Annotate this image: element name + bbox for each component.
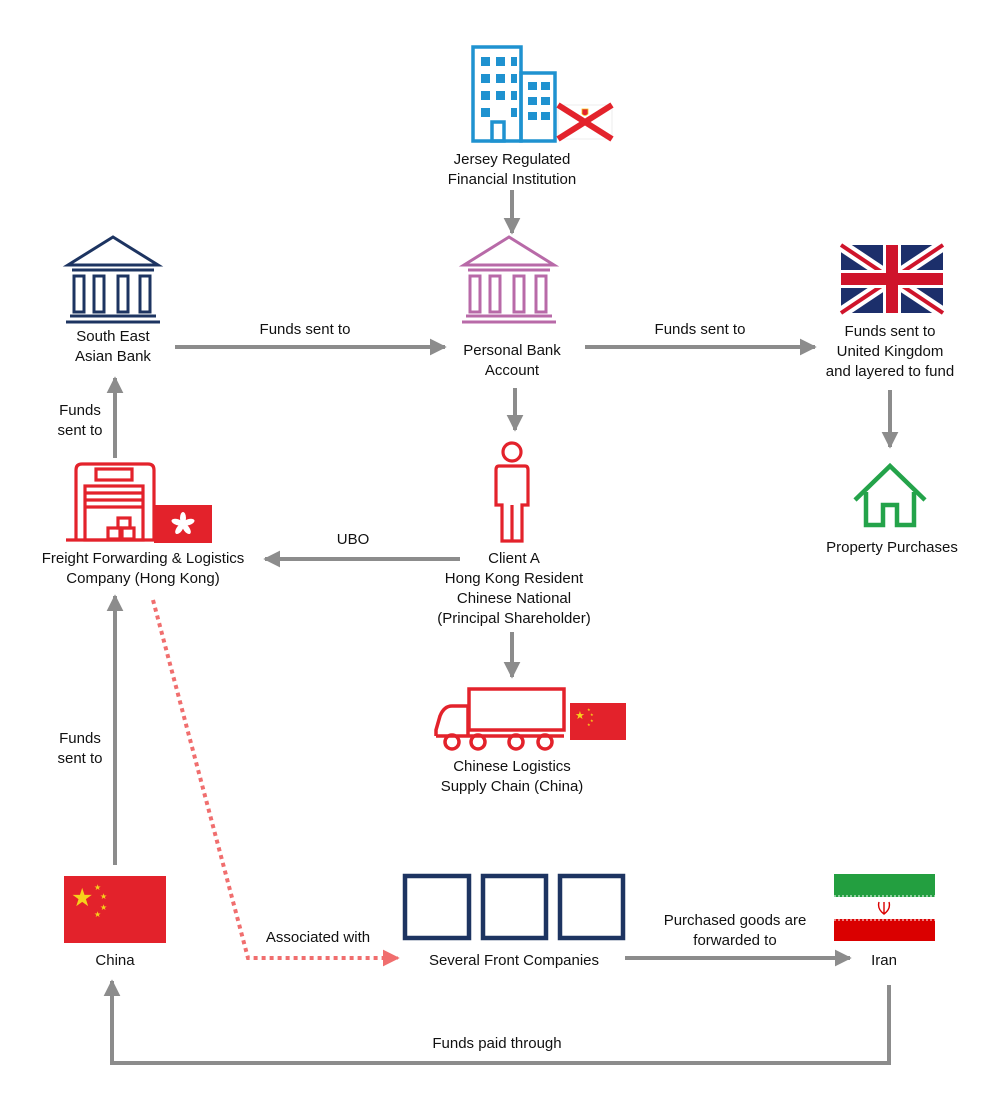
edge-label-client-to-freight: UBO: [336, 531, 370, 548]
svg-text:★: ★: [94, 910, 101, 919]
svg-text:★: ★: [71, 883, 93, 912]
svg-text:★: ★: [587, 722, 591, 727]
office-building-icon: [471, 45, 557, 143]
svg-text:★: ★: [575, 709, 585, 722]
personal-bank-account-label: Personal Bank Account: [463, 342, 561, 379]
front-companies-label: Several Front Companies: [428, 952, 600, 969]
edge-label-freight-to-front: Associated with: [265, 929, 371, 946]
svg-text:★: ★: [100, 892, 107, 901]
jersey-institution-label: Jersey Regulated Financial Institution: [447, 151, 577, 188]
edge-label-front-to-iran: Purchased goods are forwarded to: [663, 912, 807, 949]
edge-label-sea-to-personal: Funds sent to: [259, 321, 351, 338]
iran-label: Iran: [871, 952, 897, 969]
iran-flag-icon: [834, 874, 935, 941]
edge-label-personal-to-uk: Funds sent to: [654, 321, 746, 338]
svg-text:★: ★: [590, 712, 594, 717]
house-icon: [853, 462, 927, 528]
client-a-label: Client A Hong Kong Resident Chinese Nati…: [437, 550, 591, 627]
edge-label-china-to-freight: Funds sent to: [57, 730, 103, 767]
uk-flag-icon: [837, 240, 947, 318]
bank-icon: [62, 235, 164, 324]
svg-text:★: ★: [94, 883, 101, 892]
china-label: China: [95, 952, 135, 969]
south-east-asian-bank-label: South East Asian Bank: [75, 328, 151, 365]
warehouse-icon: [66, 462, 156, 542]
hong-kong-flag-icon: [154, 505, 212, 543]
property-purchases-label: Property Purchases: [826, 539, 958, 556]
chinese-logistics-label: Chinese Logistics Supply Chain (China): [440, 758, 584, 795]
edge-label-iran-to-china: Funds paid through: [432, 1035, 562, 1052]
svg-text:★: ★: [587, 707, 591, 712]
truck-icon: [434, 687, 566, 751]
edge-label-freight-to-sea: Funds sent to: [57, 402, 103, 439]
china-flag-icon: ★ ★ ★ ★ ★: [64, 876, 166, 943]
freight-forwarding-company-label: Freight Forwarding & Logistics Company (…: [41, 550, 245, 587]
bank-icon: [458, 235, 560, 324]
jersey-flag-icon: [556, 102, 614, 142]
arrow-iran-to-china: [103, 979, 891, 1065]
front-company-boxes-icon: [402, 873, 626, 941]
uk-funds-label: Funds sent to United Kingdom and layered…: [825, 323, 955, 380]
svg-text:★: ★: [100, 903, 107, 912]
person-icon: [494, 441, 530, 543]
china-flag-icon: ★ ★ ★ ★ ★: [570, 703, 626, 740]
dotted-link-freight-to-front-companies: [151, 599, 400, 967]
svg-text:★: ★: [590, 718, 594, 723]
